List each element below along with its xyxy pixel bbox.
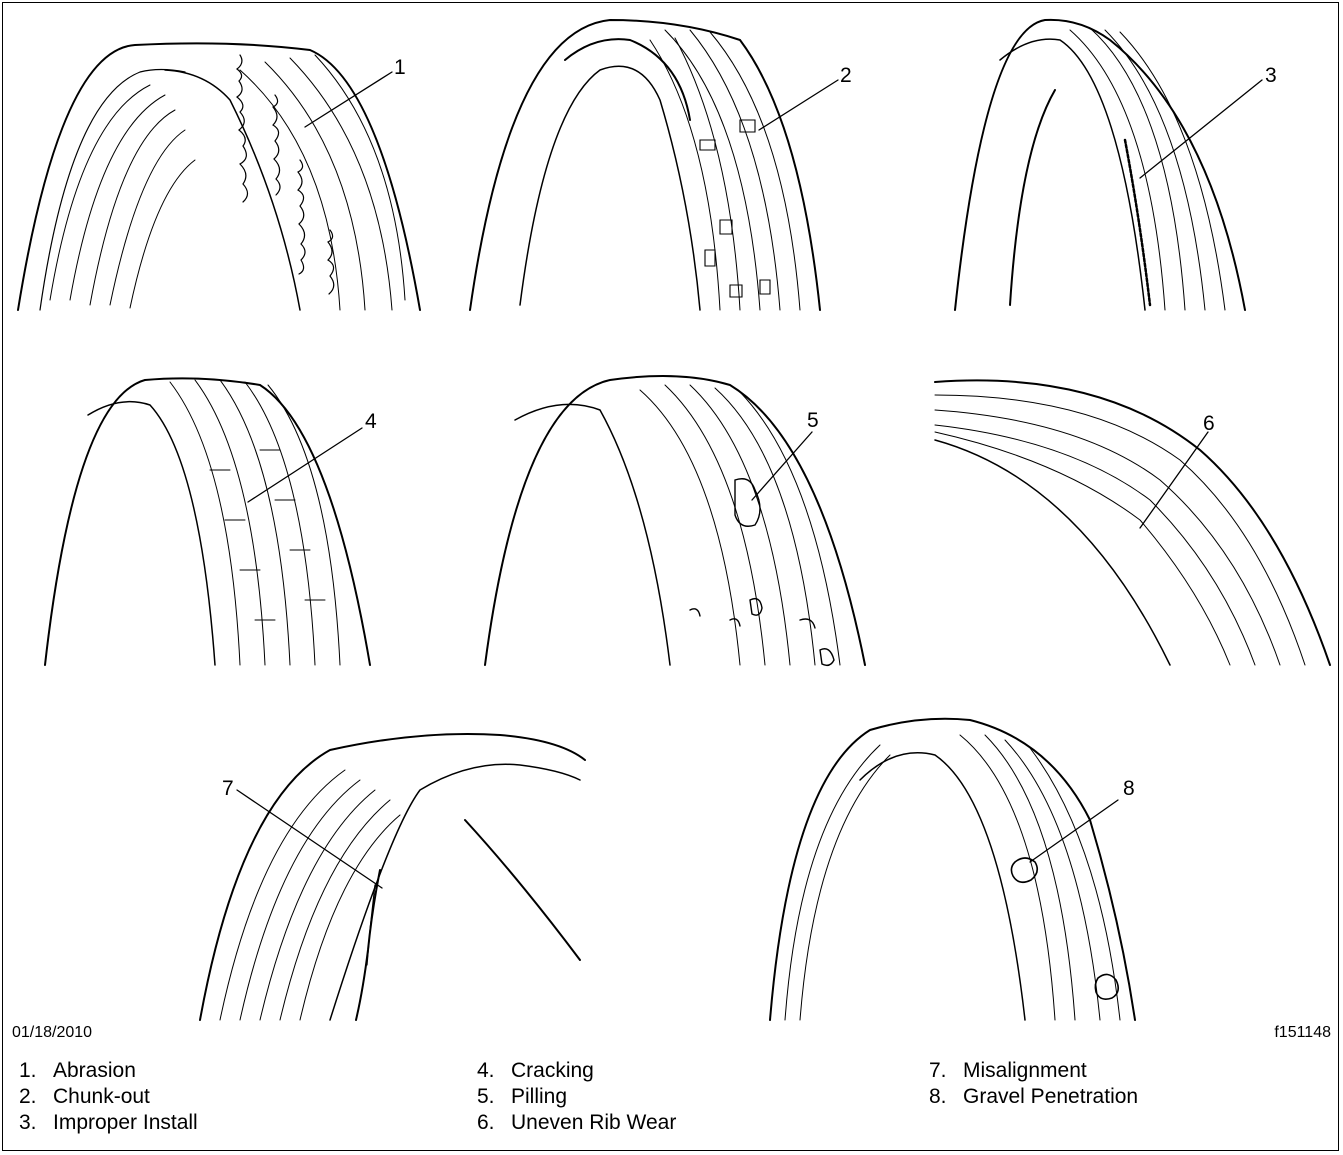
legend-item: 6.Uneven Rib Wear <box>468 1110 676 1136</box>
legend-column-1: 1.Abrasion 2.Chunk-out 3.Improper Instal… <box>10 1058 198 1136</box>
belt-misalignment <box>200 734 585 1020</box>
legend-item: 5.Pilling <box>468 1084 676 1110</box>
legend-item: 1.Abrasion <box>10 1058 198 1084</box>
callout-7: 7 <box>222 777 234 800</box>
callout-1: 1 <box>394 56 406 79</box>
callout-6: 6 <box>1203 412 1215 435</box>
callout-3: 3 <box>1265 64 1277 87</box>
legend-item: 2.Chunk-out <box>10 1084 198 1110</box>
legend-column-3: 7.Misalignment 8.Gravel Penetration <box>920 1058 1138 1110</box>
belt-abrasion <box>18 43 420 310</box>
legend-column-2: 4.Cracking 5.Pilling 6.Uneven Rib Wear <box>468 1058 676 1136</box>
legend-item: 7.Misalignment <box>920 1058 1138 1084</box>
belt-gravel-penetration <box>770 719 1135 1020</box>
legend-item: 8.Gravel Penetration <box>920 1084 1138 1110</box>
legend-item: 3.Improper Install <box>10 1110 198 1136</box>
callout-4: 4 <box>365 410 377 433</box>
callout-2: 2 <box>840 64 852 87</box>
belt-uneven-rib-wear <box>935 380 1330 665</box>
legend-item: 4.Cracking <box>468 1058 676 1084</box>
callout-5: 5 <box>807 409 819 432</box>
belt-cracking <box>45 378 370 665</box>
belt-improper-install <box>955 20 1262 310</box>
belt-chunk-out <box>470 20 838 310</box>
figure-id: f151148 <box>1274 1024 1331 1042</box>
callout-8: 8 <box>1123 777 1135 800</box>
date-stamp: 01/18/2010 <box>12 1024 92 1042</box>
